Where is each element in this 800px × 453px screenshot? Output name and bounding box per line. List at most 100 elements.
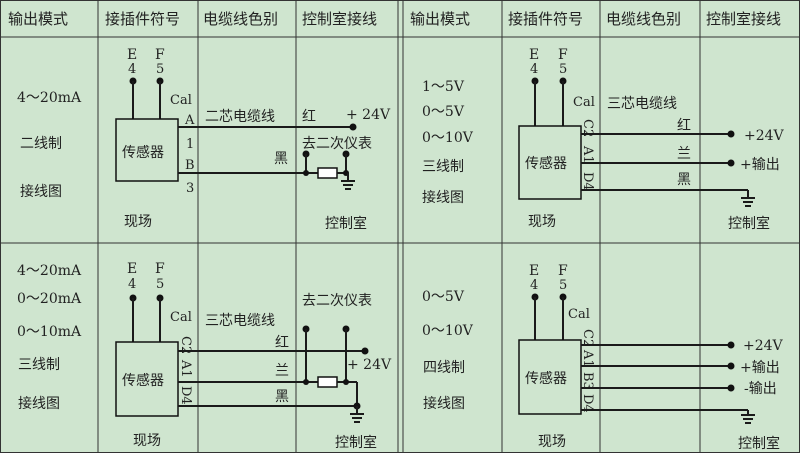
control-room-label: 控制室 (325, 215, 367, 232)
pin-label: D4 (178, 386, 193, 405)
wire-color-black: 黑 (275, 389, 289, 405)
mode-label: 0～10mA (17, 324, 82, 340)
mode-label: 接线图 (18, 395, 60, 412)
pin-label: D4 (580, 172, 595, 191)
supply-label: + 24V (346, 107, 391, 123)
pin-label: B3 (580, 372, 595, 390)
to-instrument-label: 去二次仪表 (302, 136, 372, 152)
pin-e-label: E (127, 261, 137, 277)
mode-label: 二线制 (20, 136, 62, 152)
sensor-label: 传感器 (525, 370, 567, 387)
ground-icon (741, 190, 755, 207)
wire-color-black: 黑 (274, 151, 288, 167)
cal-label: Cal (573, 95, 595, 110)
mode-label: 4～20mA (17, 263, 82, 279)
pin-e-label: E (127, 47, 137, 63)
panel-two-wire: 4～20mA 二线制 接线图 E F 4 5 传感器 Cal A 1 B 3 二… (17, 47, 391, 232)
header-connector: 接插件符号 (508, 10, 583, 28)
pin-label: C2 (580, 119, 595, 137)
wire-color-blue: 兰 (275, 363, 289, 379)
mode-label: 三线制 (422, 159, 464, 175)
mode-label: 0～10V (422, 323, 474, 339)
resistor-icon (317, 376, 338, 388)
mode-label: 0～20mA (17, 291, 82, 307)
header-control-room: 控制室接线 (706, 10, 781, 28)
mode-label: 四线制 (423, 360, 465, 376)
pin-label: C2 (178, 336, 193, 354)
pin-4-label: 4 (128, 277, 136, 292)
supply-label: +24V (744, 128, 785, 144)
site-label: 现场 (528, 214, 556, 230)
panel-three-wire-voltage: 1～5V 0～5V 0～10V 三线制 接线图 E F 4 5 传感器 Cal … (422, 47, 785, 232)
pin-5-label: 5 (156, 277, 164, 292)
to-instrument-label: 去二次仪表 (302, 293, 372, 309)
pin-5-label: 5 (559, 62, 567, 77)
pin-label: B (185, 158, 195, 173)
ground-icon (341, 173, 355, 190)
pin-label: 1 (186, 137, 194, 152)
sensor-label: 传感器 (122, 372, 164, 389)
supply-label: +24V (743, 338, 784, 354)
panel-four-wire: 0～5V 0～10V 四线制 接线图 E F 4 5 传感器 Cal C2 A1… (422, 263, 784, 452)
cable-label: 二芯电缆线 (205, 109, 275, 125)
pin-label: C2 (580, 329, 595, 347)
header-row-right: 输出模式 接插件符号 电缆线色别 控制室接线 (410, 10, 781, 28)
wire-color-blue: 兰 (677, 146, 691, 162)
panel-three-wire-current: 4～20mA 0～20mA 0～10mA 三线制 接线图 E F 4 5 传感器… (17, 261, 392, 451)
output-negative-label: -输出 (744, 381, 777, 397)
header-cable-color: 电缆线色别 (606, 10, 681, 28)
pin-label: D4 (580, 394, 595, 413)
sensor-box (115, 341, 179, 417)
pin-e-label: E (529, 263, 539, 279)
ground-icon (741, 410, 755, 424)
pin-f-label: F (155, 261, 165, 277)
pin-f-label: F (558, 263, 568, 279)
mode-label: 接线图 (20, 183, 62, 200)
pin-4-label: 4 (128, 62, 136, 77)
output-positive-label: +输出 (740, 360, 780, 376)
header-row-left: 输出模式 接插件符号 电缆线色别 控制室接线 (8, 10, 377, 28)
pin-label: A1 (580, 145, 595, 164)
site-label: 现场 (124, 214, 152, 230)
mode-label: 1～5V (422, 79, 465, 95)
pin-f-label: F (155, 47, 165, 63)
pin-f-label: F (558, 47, 568, 63)
header-connector: 接插件符号 (105, 10, 180, 28)
site-label: 现场 (538, 434, 566, 450)
header-output-mode: 输出模式 (410, 10, 470, 28)
mode-label: 0～5V (422, 289, 465, 305)
resistor-icon (317, 167, 338, 179)
cable-label: 三芯电缆线 (205, 313, 275, 329)
wire-color-red: 红 (677, 118, 691, 134)
mode-label: 0～10V (422, 130, 474, 146)
wire-color-red: 红 (302, 109, 316, 125)
pin-label: 3 (186, 181, 194, 196)
ground-icon (350, 406, 364, 423)
mode-label: 三线制 (18, 357, 60, 373)
cal-label: Cal (170, 310, 192, 325)
pin-label: A1 (580, 349, 595, 368)
control-room-label: 控制室 (335, 434, 377, 451)
mode-label: 0～5V (422, 104, 465, 120)
sensor-label: 传感器 (122, 144, 164, 161)
supply-label: + 24V (347, 357, 392, 373)
sensor-box (115, 118, 179, 182)
pin-label: A (184, 113, 195, 128)
pin-e-label: E (529, 47, 539, 63)
cal-label: Cal (170, 93, 192, 108)
header-output-mode: 输出模式 (8, 10, 68, 28)
output-positive-label: +输出 (740, 157, 780, 173)
cable-label: 三芯电缆线 (607, 96, 677, 112)
control-room-label: 控制室 (738, 435, 780, 452)
site-label: 现场 (133, 433, 161, 449)
mode-label: 4～20mA (17, 90, 82, 106)
wire-color-red: 红 (275, 335, 289, 351)
pin-5-label: 5 (156, 62, 164, 77)
pin-4-label: 4 (530, 62, 538, 77)
wire-color-black: 黑 (677, 172, 691, 188)
mode-label: 接线图 (423, 395, 465, 412)
sensor-box (518, 339, 582, 415)
pin-5-label: 5 (559, 278, 567, 293)
